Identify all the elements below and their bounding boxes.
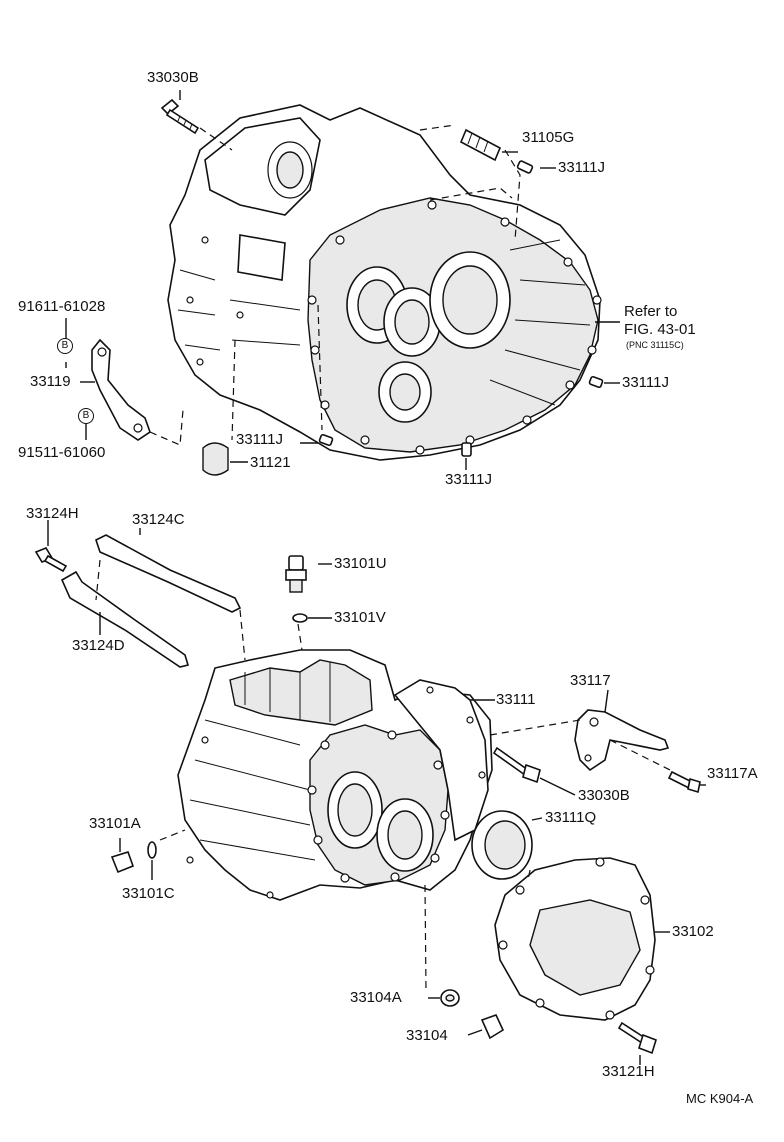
transaxle-case-upper xyxy=(167,104,602,461)
label-33124h: 33124H xyxy=(26,505,79,522)
label-33119: 33119 xyxy=(30,373,71,390)
bolt-33121h xyxy=(617,1021,657,1055)
label-33117: 33117 xyxy=(570,672,611,689)
reference-code: MC K904-A xyxy=(686,1091,754,1106)
stay-33124c xyxy=(95,534,242,613)
label-33030b-mid: 33030B xyxy=(578,787,630,804)
label-33121h: 33121H xyxy=(602,1063,655,1080)
label-33101u: 33101U xyxy=(334,555,387,572)
bolt-31105g xyxy=(459,128,502,162)
label-33111j-a: 33111J xyxy=(558,159,605,176)
bolt-33030b-mid xyxy=(492,746,541,784)
cover-33102 xyxy=(494,857,656,1021)
label-33111j-c: 33111J xyxy=(236,431,283,448)
label-91611-61028: 91611-61028 xyxy=(18,298,106,315)
label-33111j-d: 33111J xyxy=(445,471,492,488)
bolt-mark-b-icon: B xyxy=(78,408,94,424)
stay-33124d xyxy=(60,570,190,668)
label-33124d: 33124D xyxy=(72,637,125,654)
oil-seal-33111q xyxy=(471,810,533,880)
label-33102: 33102 xyxy=(672,923,714,940)
plug-33101a xyxy=(110,851,135,874)
label-33101a: 33101A xyxy=(89,815,141,832)
gasket-33101v xyxy=(292,613,308,623)
dowel-33111j-b xyxy=(588,375,604,389)
transmission-case-lower xyxy=(177,649,493,901)
label-33124c: 33124C xyxy=(132,511,185,528)
refer-to-label: Refer to xyxy=(624,303,678,320)
refer-pnc-label: (PNC 31115C) xyxy=(626,340,684,350)
gasket-33101c xyxy=(147,841,157,859)
label-33104a: 33104A xyxy=(350,989,402,1006)
label-33104: 33104 xyxy=(406,1027,448,1044)
bracket-33119 xyxy=(91,338,151,441)
plug-33101u xyxy=(285,555,307,593)
plug-33104 xyxy=(480,1014,505,1040)
label-31121: 31121 xyxy=(250,454,291,471)
cap-31121 xyxy=(202,442,229,476)
label-91511-61060: 91511-61060 xyxy=(18,444,106,461)
bolt-33117a xyxy=(667,770,701,794)
label-33111q: 33111Q xyxy=(545,809,597,826)
bolt-mark-b-icon: B xyxy=(57,338,73,354)
label-33101c: 33101C xyxy=(122,885,175,902)
label-33030b-top: 33030B xyxy=(147,69,199,86)
dowel-33111j-a xyxy=(516,160,534,174)
refer-fig-label: FIG. 43-01 xyxy=(624,321,696,338)
label-33111: 33111 xyxy=(496,691,536,708)
dowel-33111j-d xyxy=(461,442,472,457)
dowel-33111j-c xyxy=(318,433,334,447)
label-33101v: 33101V xyxy=(334,609,386,626)
bolt-33030b-top xyxy=(160,98,200,135)
label-33111j-b: 33111J xyxy=(622,374,669,391)
label-31105g: 31105G xyxy=(522,129,575,146)
label-33117a: 33117A xyxy=(707,765,758,782)
bolt-33124h xyxy=(34,547,68,573)
